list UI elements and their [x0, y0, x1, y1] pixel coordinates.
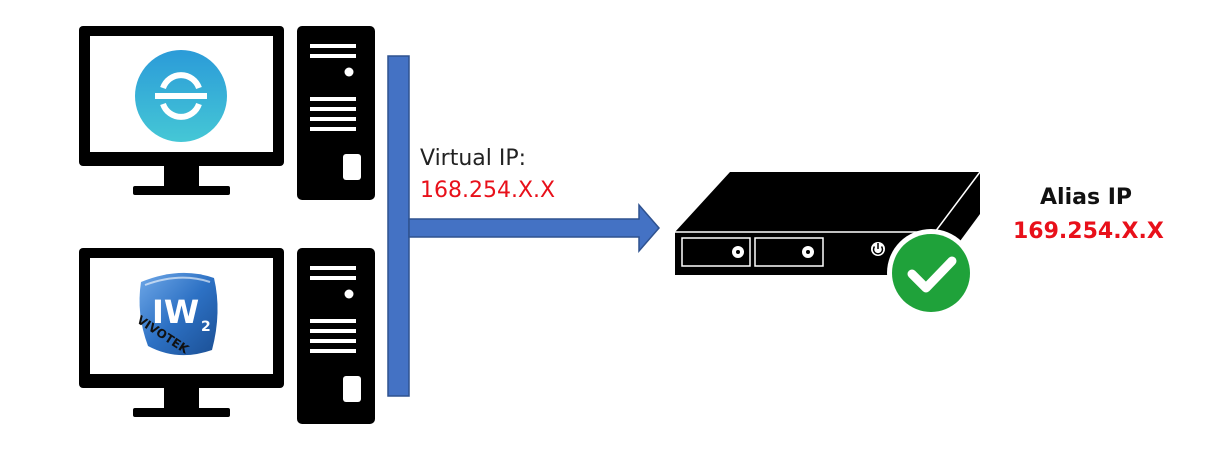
computer-top	[79, 26, 375, 200]
network-bus	[387, 55, 410, 397]
server-unit	[675, 171, 981, 275]
computer-bottom: IW 2 VIVOTEK	[79, 248, 375, 424]
checkmark-circle-icon	[887, 229, 975, 317]
virtual-ip-value: 168.254.X.X	[420, 178, 556, 203]
svg-text:2: 2	[201, 319, 211, 335]
tower-bottom	[297, 248, 375, 424]
virtual-ip-label: Virtual IP:	[420, 146, 527, 171]
svg-text:IW: IW	[152, 293, 199, 331]
sync-arrows-circle-icon	[135, 50, 227, 142]
tower-top	[297, 26, 375, 200]
power-icon	[871, 242, 885, 256]
alias-ip-value: 169.254.X.X	[1013, 219, 1164, 244]
arrow-right-icon	[408, 202, 660, 254]
alias-ip-label: Alias IP	[1040, 185, 1133, 210]
